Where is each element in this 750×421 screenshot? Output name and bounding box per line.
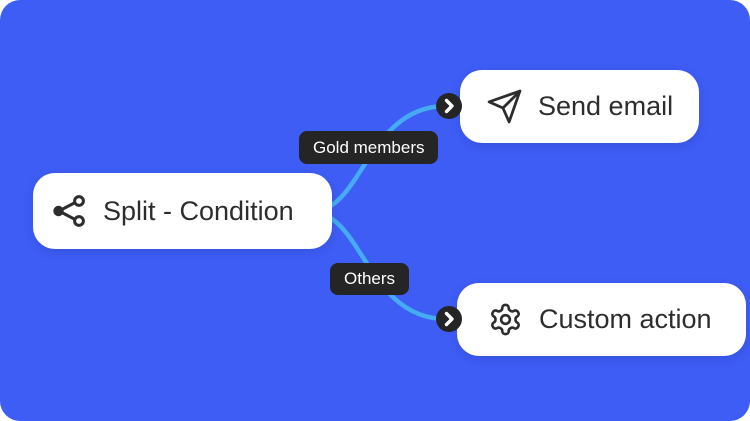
node-send-email[interactable]: Send email: [460, 70, 699, 143]
node-label: Custom action: [539, 304, 712, 334]
paper-plane-icon: [487, 89, 522, 124]
port-send-email[interactable]: [436, 93, 462, 119]
node-split-condition[interactable]: Split - Condition: [33, 173, 332, 249]
split-share-icon: [53, 195, 85, 227]
branch-label-text: Gold members: [313, 137, 425, 157]
branch-label-text: Others: [344, 269, 396, 288]
branch-label-gold-members[interactable]: Gold members: [299, 131, 439, 164]
node-label: Send email: [538, 91, 674, 121]
branch-label-others[interactable]: Others: [330, 263, 410, 295]
node-label: Split - Condition: [103, 195, 294, 226]
gear-icon: [491, 303, 520, 336]
node-custom-action[interactable]: Custom action: [457, 283, 746, 356]
port-custom-action[interactable]: [436, 306, 462, 332]
chevron-right-icon: [444, 98, 454, 114]
chevron-right-icon: [444, 311, 454, 327]
